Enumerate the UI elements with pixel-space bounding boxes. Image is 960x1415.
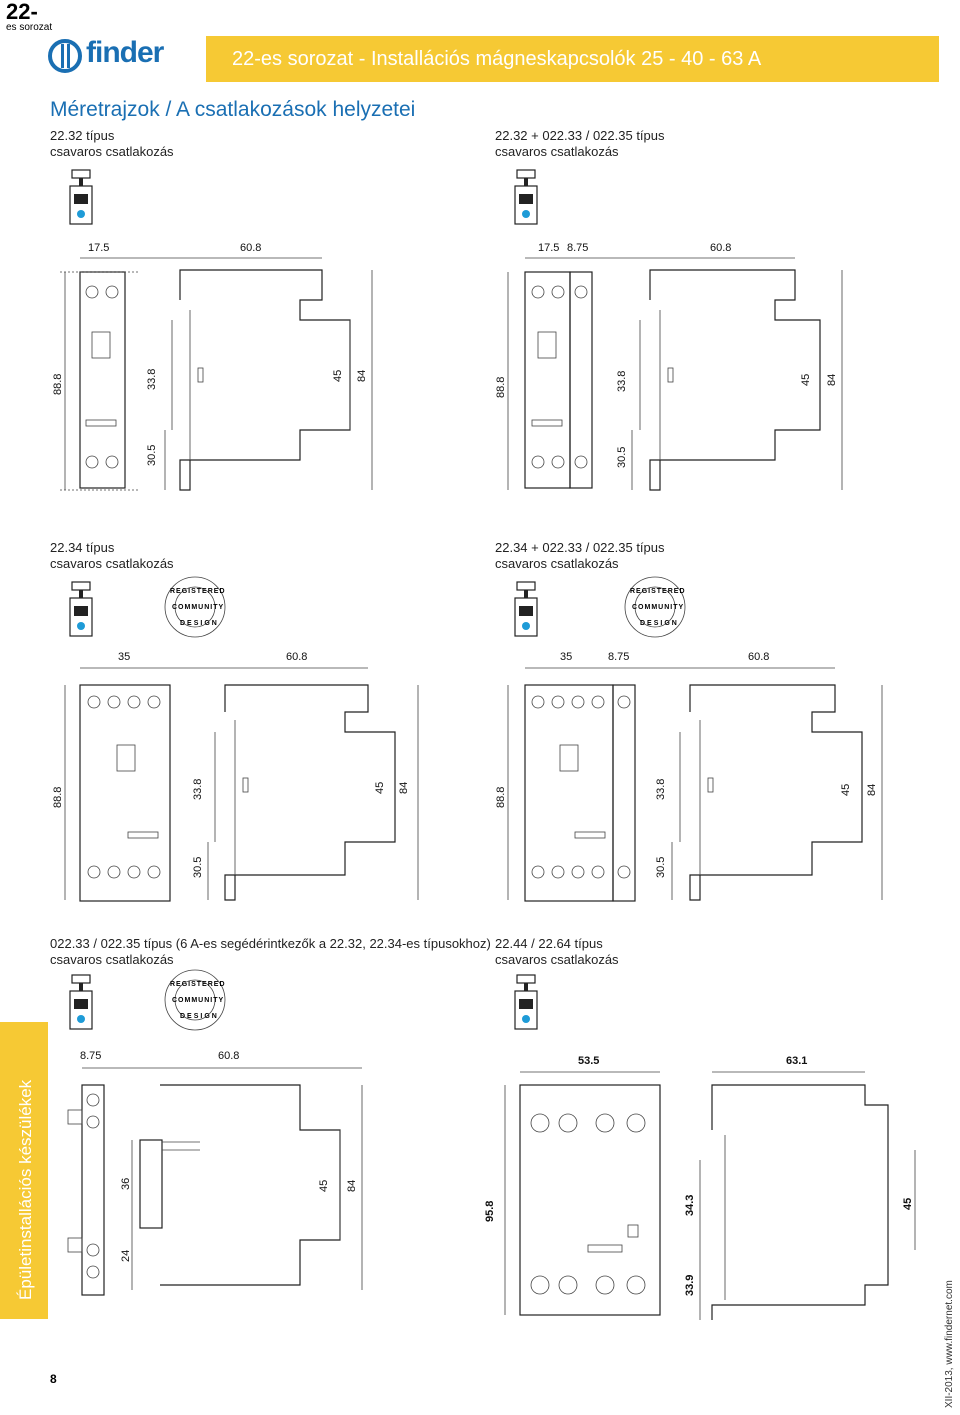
dimension-label: 24	[120, 1249, 132, 1262]
dimension-label: 95.8	[484, 1200, 496, 1222]
dimension-label: 88.8	[52, 373, 64, 395]
screw-terminal-icon	[514, 169, 538, 225]
drawing-4-connection: csavaros csatlakozás	[495, 556, 619, 571]
badge-community: COMMUNITY	[172, 604, 225, 611]
drawing-3-connection: csavaros csatlakozás	[50, 556, 174, 571]
drawing-6-side-view	[699, 1071, 916, 1320]
dimension-label: 35	[560, 651, 573, 663]
screw-terminal-icon	[69, 974, 93, 1030]
dimension-label: 45	[374, 781, 386, 794]
page-title: 22-es sorozat - Installációs mágneskapcs…	[232, 48, 762, 70]
brand-logo: finder	[86, 36, 164, 69]
badge-registered: REGISTERED	[170, 588, 226, 595]
dimension-label: 17.5	[538, 242, 560, 254]
dimension-label: 33.9	[684, 1274, 696, 1296]
dimension-label: 34.3	[684, 1194, 696, 1216]
dimension-label: 33.8	[192, 778, 204, 800]
drawing-5-front-view	[67, 1084, 105, 1296]
dimension-label: 45	[840, 783, 852, 796]
dimension-label: 60.8	[748, 651, 770, 663]
badge-community: COMMUNITY	[172, 997, 225, 1004]
dimension-label: 30.5	[146, 444, 158, 466]
footer-edition[interactable]: XII-2013, www.findernet.com	[944, 1280, 955, 1408]
page-number: 8	[50, 1372, 57, 1386]
dimension-label: 33.8	[146, 368, 158, 390]
drawing-2-side-view	[507, 257, 843, 491]
drawing-6-connection: csavaros csatlakozás	[495, 952, 619, 967]
drawing-2-front-view	[524, 271, 593, 489]
drawing-4-side-view	[507, 667, 883, 901]
dimension-label: 88.8	[495, 376, 507, 398]
dimension-label: 30.5	[192, 856, 204, 878]
screw-terminal-icon	[514, 974, 538, 1030]
side-category-label: Épületinstallációs készülékek	[16, 1079, 35, 1300]
registered-design-badge	[624, 576, 686, 638]
dimension-label: 84	[398, 781, 410, 794]
dimension-label: 88.8	[52, 786, 64, 808]
screw-terminal-icon	[69, 169, 93, 225]
dimension-label: 17.5	[88, 242, 110, 254]
drawing-2-connection: csavaros csatlakozás	[495, 144, 619, 159]
dimension-label: 88.8	[495, 786, 507, 808]
drawing-5-side-view	[82, 1067, 363, 1290]
series-number: 22-	[6, 0, 38, 24]
registered-design-badge	[164, 969, 226, 1031]
dimension-label: 36	[120, 1177, 132, 1190]
dimension-label: 53.5	[578, 1055, 600, 1067]
drawing-5-connection: csavaros csatlakozás	[50, 952, 174, 967]
section-subtitle: Méretrajzok / A csatlakozások helyzetei	[50, 98, 416, 121]
drawing-1-connection: csavaros csatlakozás	[50, 144, 174, 159]
drawing-4-front-view	[524, 684, 636, 902]
dimension-label: 84	[356, 369, 368, 382]
drawing-1-side-view	[64, 257, 373, 491]
dimension-label: 45	[332, 369, 344, 382]
title-banner	[206, 36, 939, 82]
dimension-label: 30.5	[616, 446, 628, 468]
drawing-6-type: 22.44 / 22.64 típus	[495, 936, 603, 951]
badge-community: COMMUNITY	[632, 604, 685, 611]
dimension-label: 60.8	[240, 242, 262, 254]
drawing-3-type: 22.34 típus	[50, 540, 115, 555]
drawing-6-front-view	[504, 1071, 661, 1316]
drawing-1-type: 22.32 típus	[50, 128, 115, 143]
side-category-bar	[0, 1022, 48, 1319]
drawing-3-side-view	[64, 667, 419, 901]
badge-design: DESIGN	[640, 620, 679, 627]
badge-design: DESIGN	[180, 1013, 219, 1020]
dimension-label: 45	[800, 373, 812, 386]
dimension-label: 33.8	[616, 370, 628, 392]
registered-design-badge	[164, 576, 226, 638]
dimension-label: 60.8	[218, 1050, 240, 1062]
badge-registered: REGISTERED	[170, 981, 226, 988]
dimension-label: 35	[118, 651, 131, 663]
finder-logo-icon	[48, 39, 82, 73]
series-label: es sorozat	[6, 22, 53, 33]
dimension-label: 84	[826, 373, 838, 386]
dimension-label: 45	[318, 1179, 330, 1192]
screw-terminal-icon	[69, 581, 93, 637]
dimension-label: 84	[866, 783, 878, 796]
dimension-label: 60.8	[710, 242, 732, 254]
drawing-5-type: 022.33 / 022.35 típus (6 A-es segédérint…	[50, 936, 491, 951]
drawing-1-front-view	[60, 271, 140, 491]
dimension-label: 63.1	[786, 1055, 808, 1067]
dimension-label: 8.75	[80, 1050, 102, 1062]
drawing-3-front-view	[79, 684, 171, 902]
dimension-label: 30.5	[655, 856, 667, 878]
screw-terminal-icon	[514, 581, 538, 637]
badge-registered: REGISTERED	[630, 588, 686, 595]
dimension-label: 45	[902, 1197, 914, 1210]
dimension-label: 33.8	[655, 778, 667, 800]
drawing-2-type: 22.32 + 022.33 / 022.35 típus	[495, 128, 665, 143]
dimension-label: 84	[346, 1179, 358, 1192]
dimension-label: 8.75	[608, 651, 630, 663]
badge-design: DESIGN	[180, 620, 219, 627]
dimension-label: 8.75	[567, 242, 589, 254]
drawing-4-type: 22.34 + 022.33 / 022.35 típus	[495, 540, 665, 555]
dimension-label: 60.8	[286, 651, 308, 663]
